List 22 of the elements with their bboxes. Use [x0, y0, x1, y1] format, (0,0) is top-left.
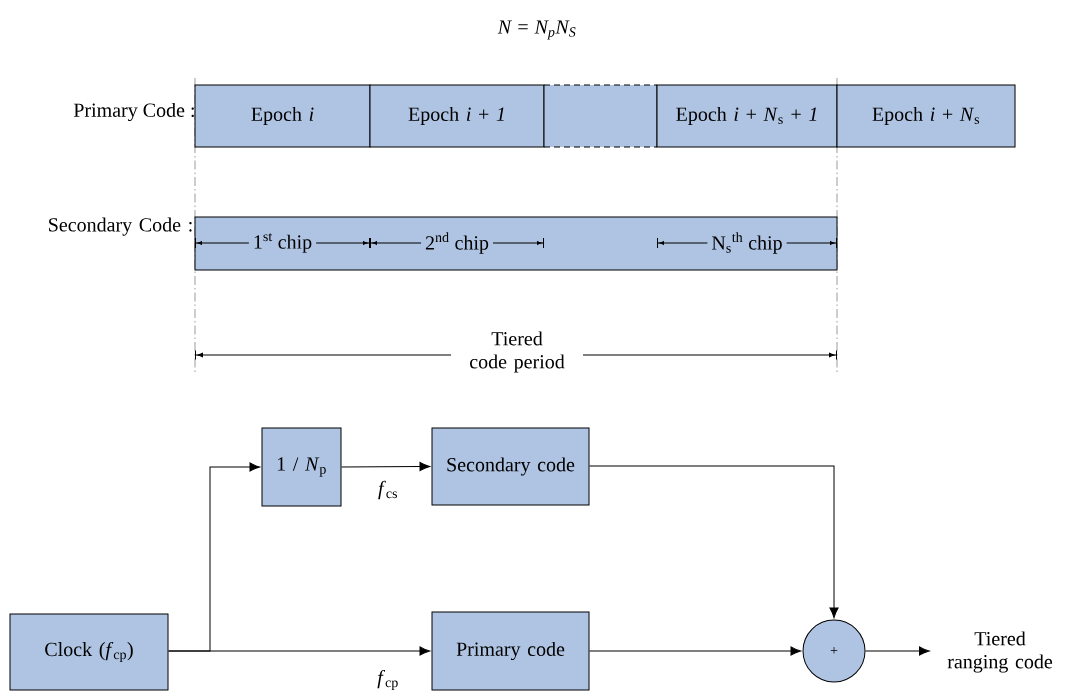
epoch-segment: Epoch i + N$_{s}$ + 1 — [656, 84, 838, 148]
arrow — [589, 646, 802, 656]
period-label: Tiered code period — [451, 330, 583, 374]
epoch-segment: Epoch i + N$_{s}$ — [836, 84, 1016, 148]
arrow — [168, 646, 431, 656]
chip-label: N$_{s}$$^{th}$ chip — [707, 231, 787, 255]
epoch-segment: Epoch i — [194, 84, 371, 148]
secondary-code-bar — [194, 216, 838, 271]
code-generator-box: Primary code — [431, 611, 590, 691]
chip-label: 2$^{nd}$ chip — [421, 231, 493, 255]
arrow — [589, 465, 839, 619]
clock-box: Clock (f$_{cp}$) — [9, 613, 169, 691]
edge-label: f$_{cs}$ — [377, 479, 399, 501]
chip-label: 1$^{st}$ chip — [248, 232, 317, 254]
arrow — [865, 646, 930, 656]
formula-title: N = N$_{p}$N$_{S}$ — [497, 20, 576, 40]
epoch-segment: Epoch i + 1 — [369, 84, 545, 148]
edge-label: f$_{cp}$ — [376, 668, 400, 692]
output-label: Tiered ranging code — [947, 631, 1053, 673]
arrow — [341, 462, 431, 472]
code-generator-box: Secondary code — [431, 427, 590, 506]
epoch-segment — [543, 84, 658, 148]
